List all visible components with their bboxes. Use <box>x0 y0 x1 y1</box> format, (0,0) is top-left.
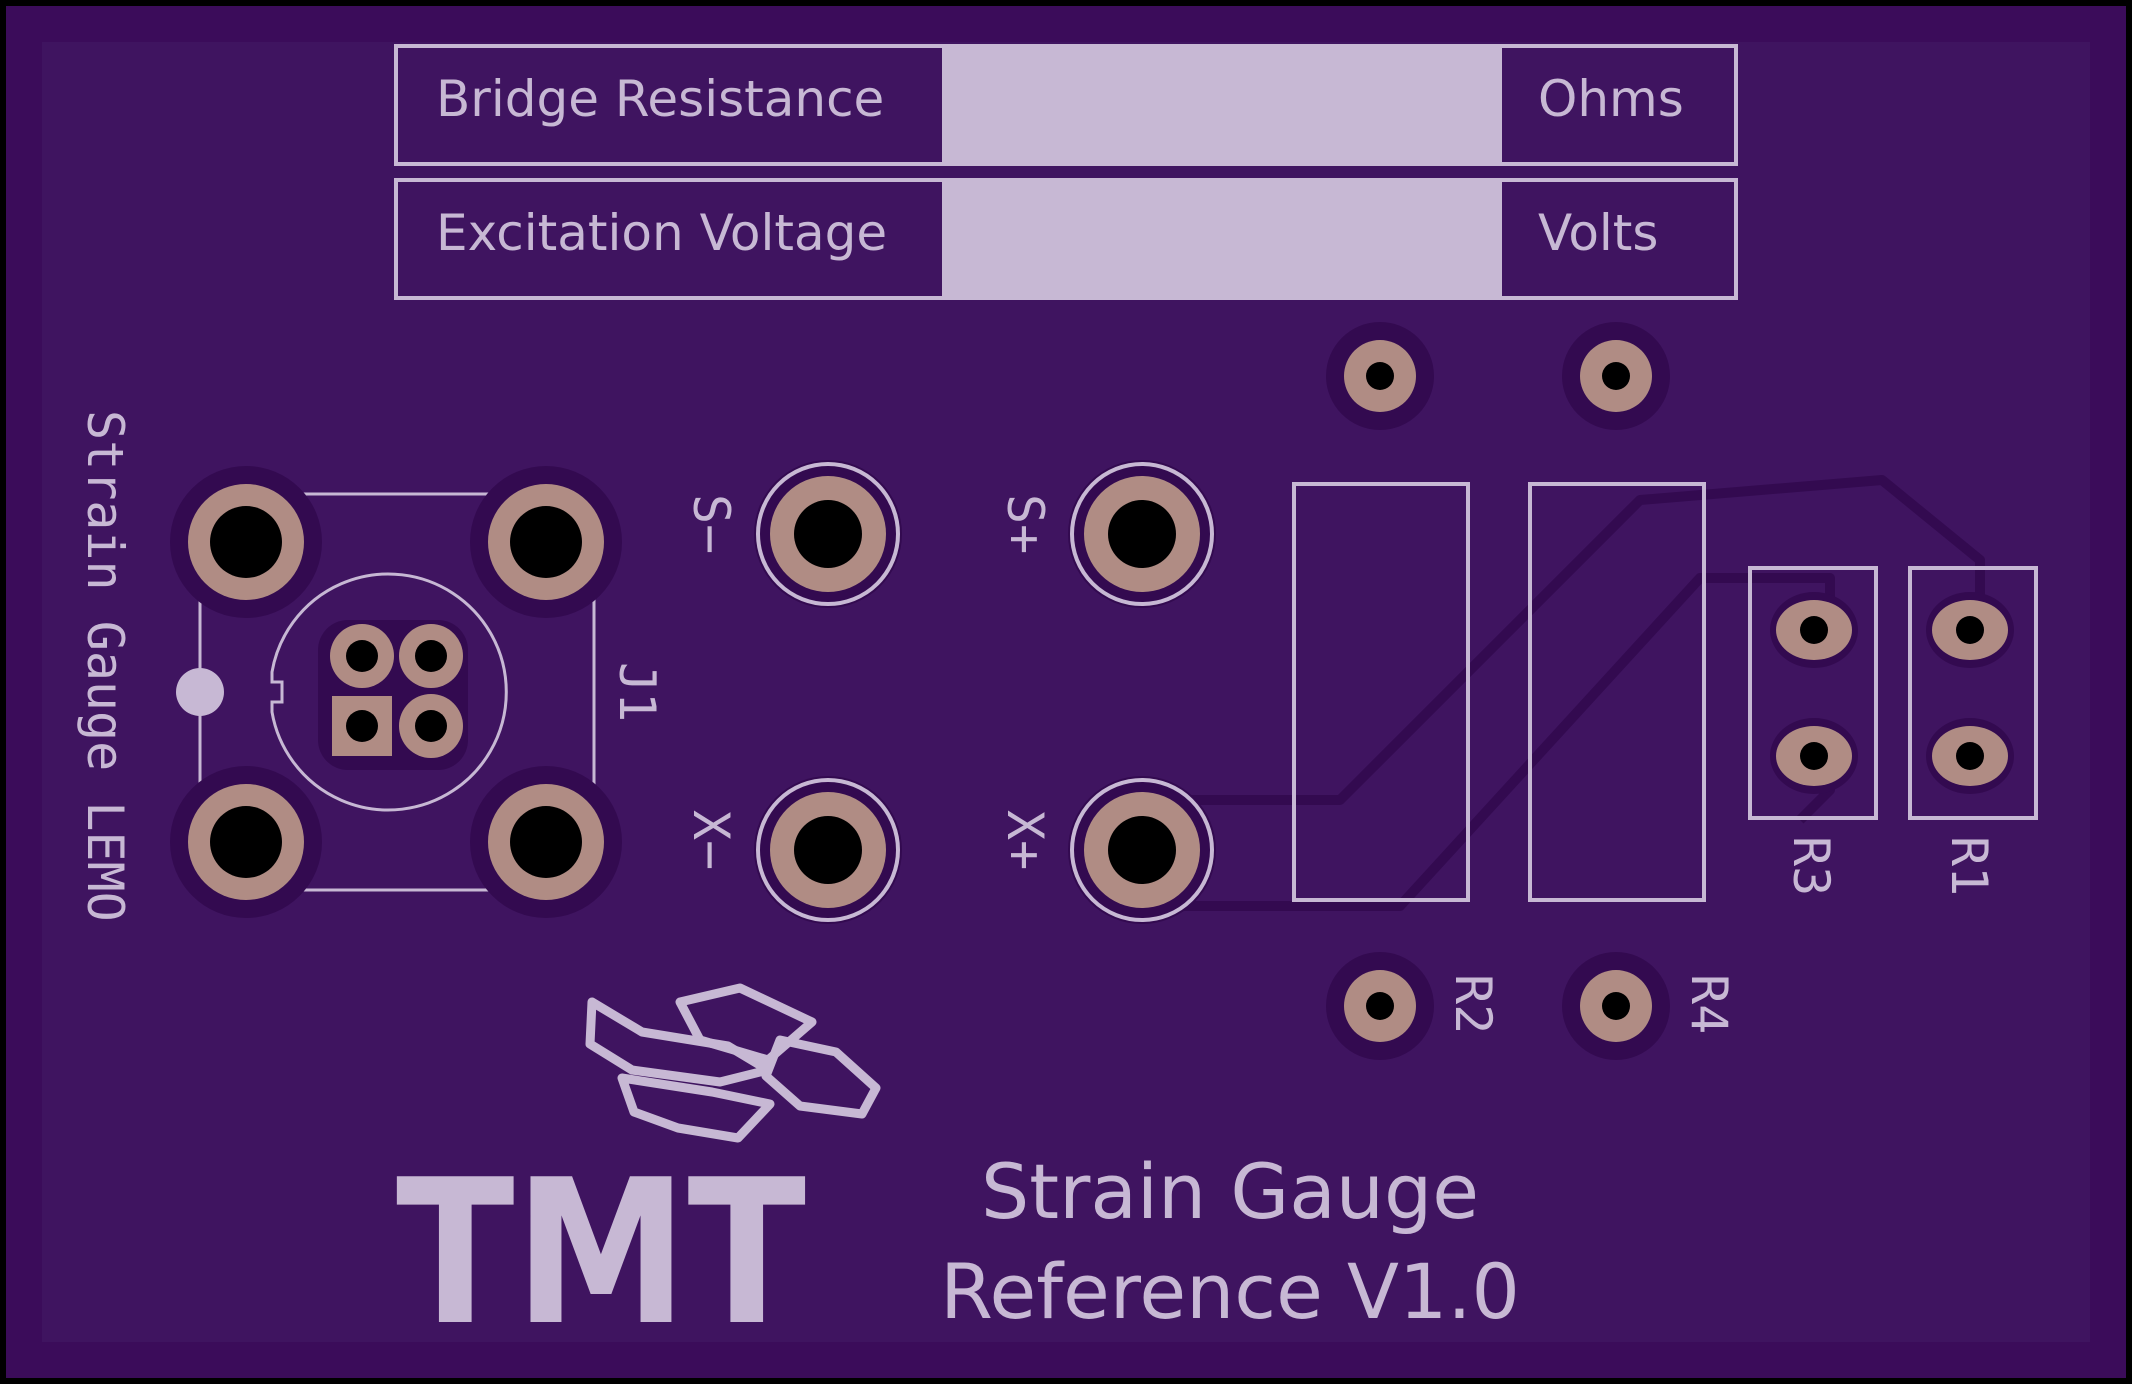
label-field-frame <box>394 178 1738 300</box>
resistor-r4: R4 <box>1528 322 1738 1060</box>
signal-pin <box>399 694 463 758</box>
resistor-ref: R3 <box>1782 836 1840 896</box>
side-label: Strain Gauge LEMO <box>76 410 134 922</box>
connector-body-outline <box>270 572 508 812</box>
label-field-excitation-voltage: Excitation Voltage Volts <box>394 178 1738 300</box>
resistor-body-outline <box>1748 566 1878 820</box>
resistor-body-outline <box>1292 482 1470 902</box>
resistor-r2: R2 <box>1292 322 1502 1060</box>
label-field-write-area <box>946 182 1502 296</box>
label-field-write-area <box>946 48 1502 162</box>
mount-pad <box>470 766 622 918</box>
test-point-x-minus: X− <box>682 776 902 924</box>
label-field-label: Bridge Resistance <box>436 70 884 128</box>
signal-pin <box>399 624 463 688</box>
logo-honeycomb-icon <box>585 983 881 1143</box>
connector-ref: J1 <box>608 662 666 722</box>
label-field-bridge-resistance: Bridge Resistance Ohms <box>394 44 1738 166</box>
pin1-marker <box>176 668 224 716</box>
resistor-r3: R3 <box>1748 566 1878 896</box>
mount-pad <box>170 466 322 618</box>
test-point-s-plus: S+ <box>996 460 1216 608</box>
resistor-ref: R2 <box>1444 974 1502 1034</box>
test-point-label: X− <box>682 810 740 870</box>
connector-j1: J1 <box>170 466 666 918</box>
test-point-label: X+ <box>996 810 1054 870</box>
mount-pad <box>470 466 622 618</box>
board-title-line2: Reference V1.0 <box>940 1247 1520 1336</box>
test-point-label: S− <box>682 494 740 554</box>
resistor-r1: R1 <box>1908 566 2038 896</box>
signal-pin <box>330 624 394 688</box>
test-point-x-plus: X+ <box>996 776 1216 924</box>
resistor-ref: R4 <box>1680 974 1738 1034</box>
signal-pin-square <box>332 696 392 756</box>
mount-pad <box>170 766 322 918</box>
label-field-unit: Volts <box>1538 204 1658 262</box>
test-point-label: S+ <box>996 494 1054 554</box>
label-field-frame <box>394 44 1738 166</box>
board-title-line1: Strain Gauge <box>981 1147 1479 1236</box>
resistor-body-outline <box>1908 566 2038 820</box>
resistor-ref: R1 <box>1940 836 1998 896</box>
label-field-label: Excitation Voltage <box>436 204 887 262</box>
test-point-s-minus: S− <box>682 460 902 608</box>
logo-text: TMT <box>396 1137 806 1370</box>
resistor-body-outline <box>1528 482 1706 902</box>
label-field-unit: Ohms <box>1538 70 1684 128</box>
